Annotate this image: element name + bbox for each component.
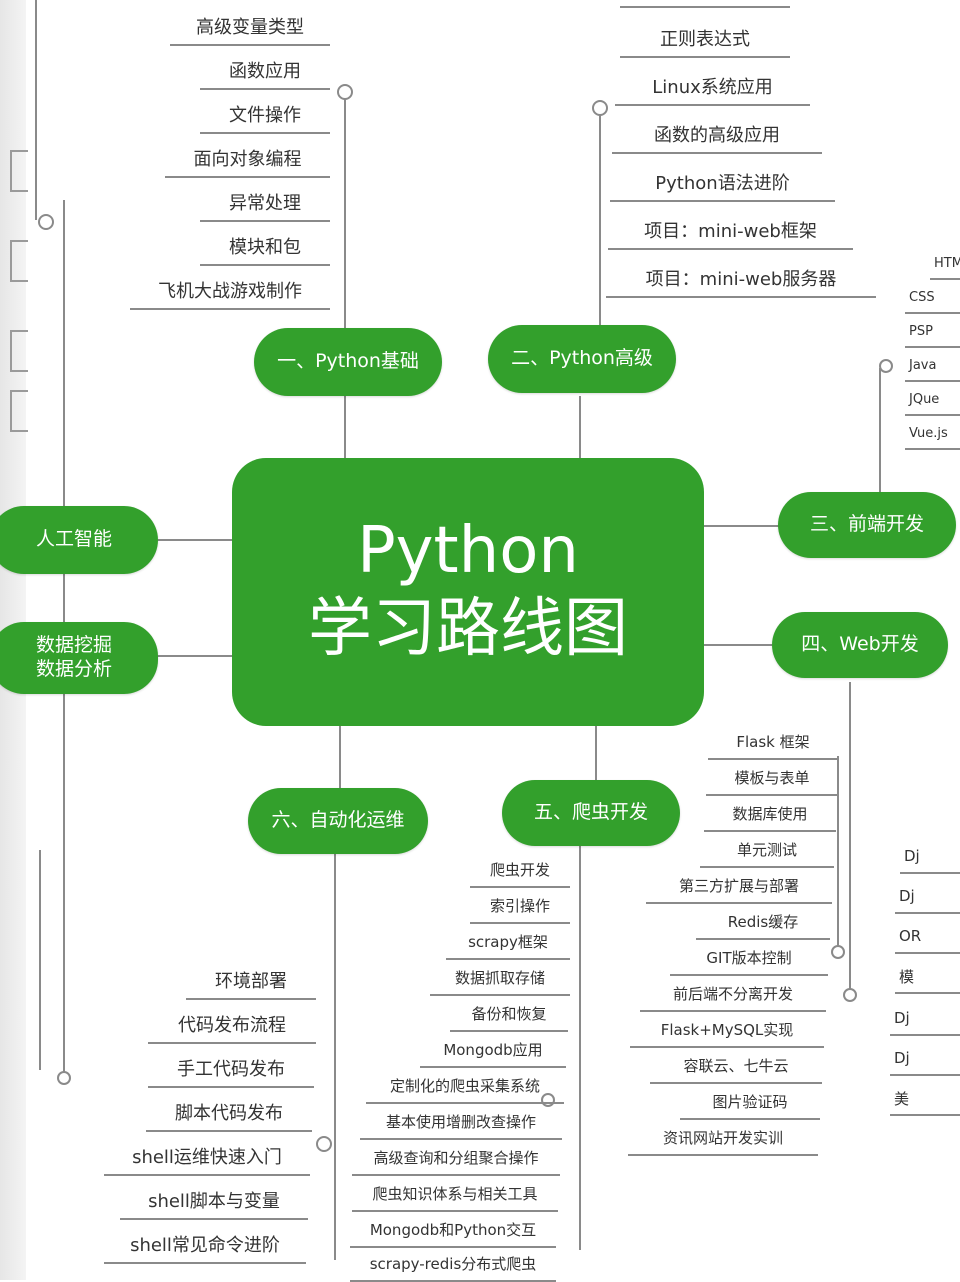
leaf-frontend: CSS [905,282,960,314]
leaf-django: OR [895,920,960,954]
branch-data-line2: 数据分析 [35,658,112,680]
leaf-crawler: Mongodb应用 [420,1032,566,1068]
leaf-frontend: Java [905,350,960,382]
leaf-web-dev: Flask+MySQL实现 [630,1012,824,1048]
leaf-python-basics: 异常处理 [200,184,330,222]
leaf-django: Dj [895,880,960,914]
leaf-python-basics: 高级变量类型 [170,8,330,46]
branch-web-dev: 四、Web开发 [772,612,948,678]
leaf-web-dev: 数据库使用 [704,796,836,832]
leaf-web-dev: 模板与表单 [706,760,838,796]
leaf-devops: 脚本代码发布 [146,1094,312,1132]
margin-tab [10,150,28,192]
leaf-python-advanced: 项目：mini-web框架 [608,212,853,250]
margin-tab [10,330,28,372]
leaf-devops: 代码发布流程 [148,1006,316,1044]
leaf-web-dev: 单元测试 [700,832,834,868]
margin-tab [10,240,28,282]
leaf-web-dev: Flask 框架 [708,724,838,760]
center-subtitle: 学习路线图 [308,591,628,666]
leaf-crawler: 爬虫开发 [470,852,570,888]
leaf-web-dev: 资讯网站开发实训 [628,1120,818,1156]
branch-crawler: 五、爬虫开发 [502,780,680,846]
leaf-devops: 环境部署 [186,962,316,1000]
leaf-frontend: JQue [905,384,960,416]
leaf-crawler: 定制化的爬虫采集系统 [366,1068,564,1104]
leaf-web-dev: 第三方扩展与部署 [646,868,832,904]
leaf-python-advanced: 正则表达式 [620,20,790,58]
branch-data-line1: 数据挖掘 [35,634,112,657]
leaf-python-basics: 面向对象编程 [165,140,330,178]
leaf-crawler: scrapy-redis分布式爬虫 [350,1246,556,1282]
leaf-crawler: scrapy框架 [446,924,570,960]
branch-data: 数据挖掘 数据分析 [0,622,158,694]
leaf-frontend: PSP [905,316,960,348]
branch-devops: 六、自动化运维 [248,788,428,854]
leaf-crawler: 爬虫知识体系与相关工具 [352,1176,558,1212]
leaf-web-dev: Redis缓存 [696,904,830,940]
leaf-django: Dj [890,1002,960,1036]
leaf-frontend: Vue.js [905,418,960,450]
branch-ai: 人工智能 [0,506,158,574]
margin-tab [10,390,28,432]
leaf-django: 美 [890,1082,960,1116]
leaf-crawler: 备份和恢复 [450,996,568,1032]
leaf-python-basics: 飞机大战游戏制作 [130,272,330,310]
leaf-django: Dj [890,1042,960,1076]
leaf-devops: shell脚本与变量 [120,1182,308,1220]
leaf-devops: shell常见命令进阶 [104,1226,306,1264]
leaf-python-advanced: 项目：mini-web服务器 [606,260,876,298]
leaf-frontend: HTML [930,248,960,280]
branch-python-basics: 一、Python基础 [254,328,442,396]
leaf-crawler: 基本使用增删改查操作 [360,1104,562,1140]
leaf-crawler: 索引操作 [470,888,570,924]
leaf-crawler: Mongodb和Python交互 [350,1212,556,1248]
leaf-crawler: 数据抓取存储 [430,960,570,996]
leaf-python-advanced: Linux系统应用 [615,68,810,106]
leaf-django: Dj [900,840,960,874]
leaf-web-dev: 容联云、七牛云 [650,1048,822,1084]
center-node: Python 学习路线图 [232,458,704,726]
branch-python-advanced: 二、Python高级 [488,325,676,393]
leaf-python-basics: 函数应用 [200,52,330,90]
leaf-python-advanced-top [620,0,790,8]
leaf-web-dev: 图片验证码 [680,1084,820,1120]
leaf-django: 模 [895,960,960,994]
leaf-web-dev: GIT版本控制 [670,940,828,976]
leaf-devops: 手工代码发布 [148,1050,314,1088]
leaf-devops: shell运维快速入门 [104,1138,310,1176]
leaf-web-dev: 前后端不分离开发 [640,976,826,1012]
leaf-python-basics: 模块和包 [200,228,330,266]
leaf-crawler: 高级查询和分组聚合操作 [352,1140,560,1176]
center-title: Python [357,514,579,589]
leaf-python-advanced: Python语法进阶 [610,164,835,202]
leaf-python-advanced: 函数的高级应用 [612,116,822,154]
leaf-python-basics: 文件操作 [200,96,330,134]
branch-frontend: 三、前端开发 [778,492,956,558]
